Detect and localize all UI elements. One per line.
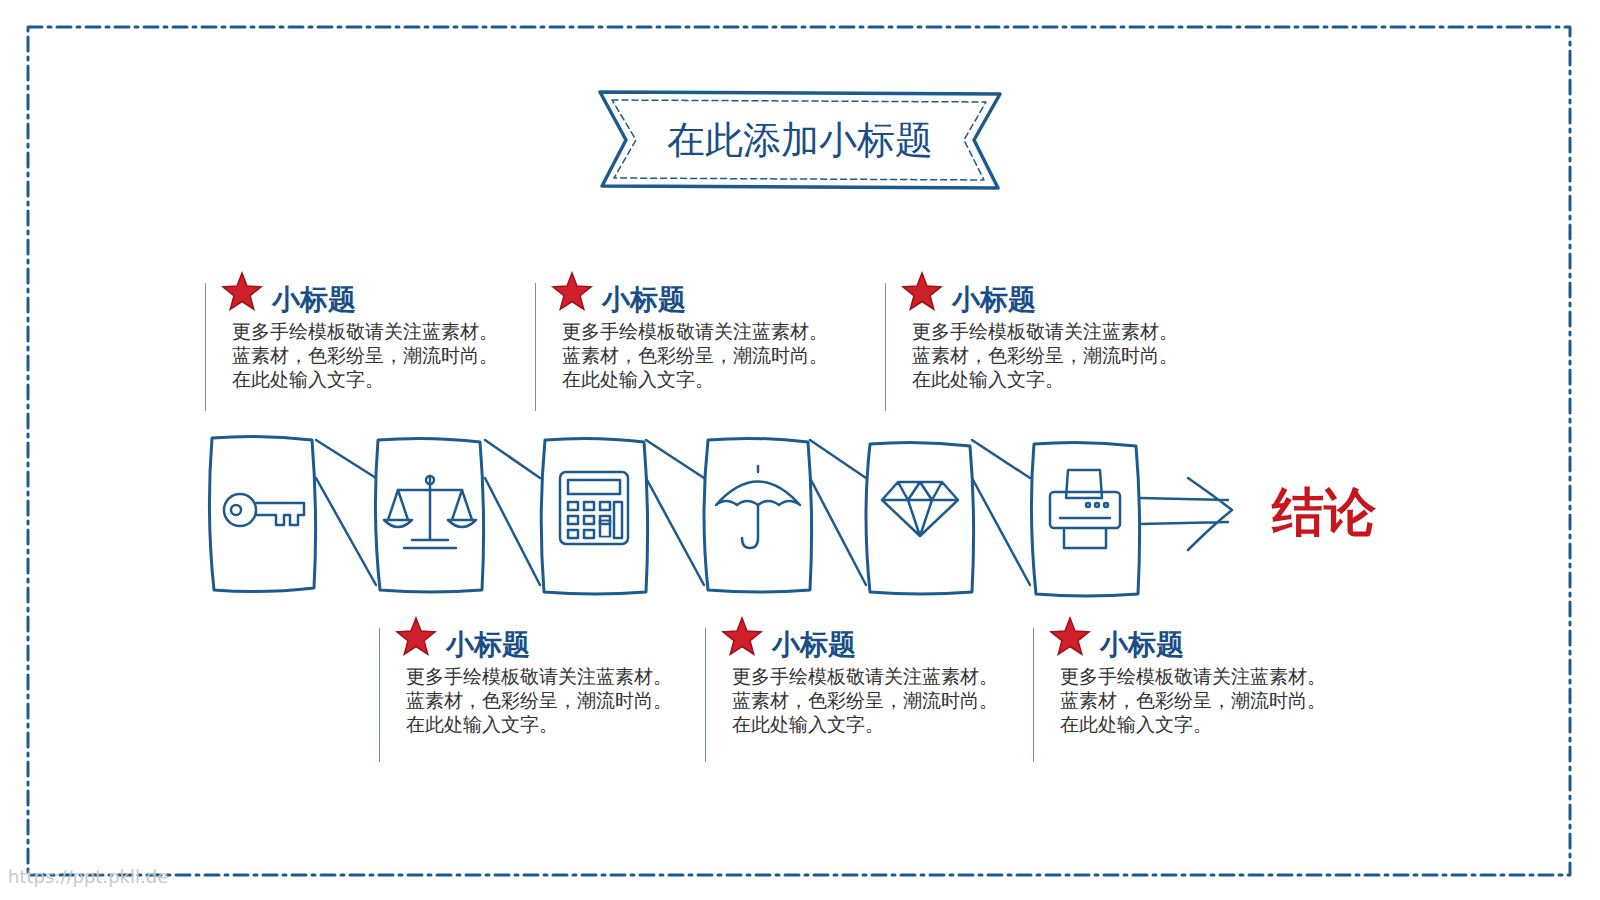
star-mark [720,616,764,660]
star-mark [550,271,594,315]
callout-body: 更多手绘模板敬请关注蓝素材。 蓝素材，色彩纷呈，潮流时尚。 在此处输入文字。 [562,319,834,391]
star-mark [394,616,438,660]
calculator-icon [560,472,628,544]
callout-body: 更多手绘模板敬请关注蓝素材。 蓝素材，色彩纷呈，潮流时尚。 在此处输入文字。 [912,319,1184,391]
star-mark [1048,616,1092,660]
star-shape [553,273,591,309]
star-shape [723,618,761,654]
slide-title: 在此添加小标题 [667,115,933,166]
callout-body: 更多手绘模板敬请关注蓝素材。 蓝素材，色彩纷呈，潮流时尚。 在此处输入文字。 [1060,664,1332,736]
callout-body: 更多手绘模板敬请关注蓝素材。 蓝素材，色彩纷呈，潮流时尚。 在此处输入文字。 [732,664,1004,736]
star-shape [1051,618,1089,654]
star-shape [903,273,941,309]
callout-block: 小标题更多手绘模板敬请关注蓝素材。 蓝素材，色彩纷呈，潮流时尚。 在此处输入文字… [1033,628,1332,762]
star-mark [900,271,944,315]
callout-block: 小标题更多手绘模板敬请关注蓝素材。 蓝素材，色彩纷呈，潮流时尚。 在此处输入文字… [885,283,1184,411]
callout-body: 更多手绘模板敬请关注蓝素材。 蓝素材，色彩纷呈，潮流时尚。 在此处输入文字。 [406,664,678,736]
callout-heading: 小标题 [232,283,504,317]
callout-block: 小标题更多手绘模板敬请关注蓝素材。 蓝素材，色彩纷呈，潮流时尚。 在此处输入文字… [705,628,1004,762]
key-icon [224,494,304,526]
banner-stitch [612,100,986,180]
conclusion-arrow [1140,478,1232,550]
callout-heading: 小标题 [912,283,1184,317]
printer-icon [1050,470,1120,548]
umbrella-icon [716,466,800,548]
callout-heading: 小标题 [1060,628,1332,662]
callout-body: 更多手绘模板敬请关注蓝素材。 蓝素材，色彩纷呈，潮流时尚。 在此处输入文字。 [232,319,504,391]
star-shape [397,618,435,654]
diamond-icon [882,482,958,536]
page-border [28,27,1570,875]
callout-heading: 小标题 [406,628,678,662]
star-mark [220,271,264,315]
callout-heading: 小标题 [732,628,1004,662]
callout-block: 小标题更多手绘模板敬请关注蓝素材。 蓝素材，色彩纷呈，潮流时尚。 在此处输入文字… [379,628,678,762]
callout-block: 小标题更多手绘模板敬请关注蓝素材。 蓝素材，色彩纷呈，潮流时尚。 在此处输入文字… [535,283,834,411]
star-shape [223,273,261,309]
callout-block: 小标题更多手绘模板敬请关注蓝素材。 蓝素材，色彩纷呈，潮流时尚。 在此处输入文字… [205,283,504,411]
watermark: https://ppt.pkll.de [8,866,168,887]
title-banner [600,92,1000,188]
icon-boxes [209,436,1139,596]
callout-heading: 小标题 [562,283,834,317]
scales-icon [384,476,476,548]
conclusion-label: 结论 [1272,478,1376,548]
